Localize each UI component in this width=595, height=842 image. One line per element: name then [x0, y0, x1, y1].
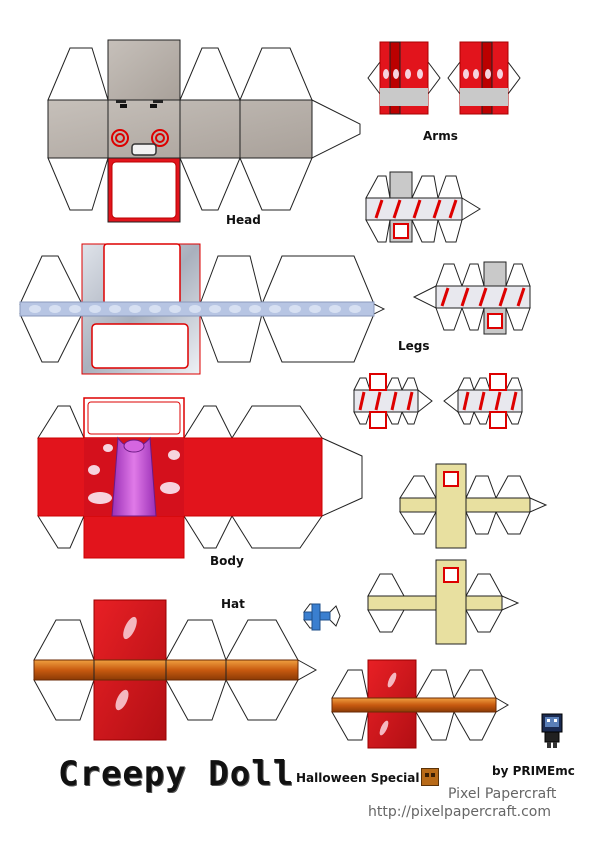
- site-url-link[interactable]: http://pixelpapercraft.com: [368, 804, 551, 820]
- brand-name: Pixel Papercraft: [448, 786, 557, 802]
- head-top-flap: [239, 47, 313, 101]
- body-bottom-face: [83, 515, 185, 559]
- minecraft-avatar-icon: [541, 713, 563, 748]
- head-net: [47, 39, 361, 223]
- label-hat: Hat: [221, 597, 245, 611]
- body-top-flap: [231, 405, 323, 439]
- legs-net: [19, 243, 386, 375]
- legs-bottom-flap: [199, 313, 263, 363]
- hat-bottom-flap: [165, 679, 227, 721]
- hat-bottom-flap: [225, 679, 299, 721]
- label-head: Head: [226, 213, 261, 227]
- arm-flap: [367, 60, 381, 96]
- small-hat-flap: [331, 669, 369, 699]
- legs-top-flap: [199, 255, 263, 305]
- small-hat-flap: [453, 711, 497, 741]
- head-top-face: [107, 39, 181, 101]
- label-body: Body: [210, 554, 244, 568]
- head-bottom-flap: [179, 157, 241, 211]
- legs-side-tab: [373, 303, 386, 315]
- small-hat-net: [331, 659, 509, 749]
- pumpkin-icon: [421, 768, 439, 786]
- legs-bottom-flap: [19, 313, 83, 363]
- arm-right: [447, 41, 521, 115]
- body-bottom-flap: [231, 515, 323, 549]
- body-bottom-flap: [183, 515, 233, 549]
- body-top-flap: [37, 405, 85, 439]
- head-top-flap: [179, 47, 241, 101]
- small-hat-flap: [331, 711, 369, 741]
- body-net: [37, 397, 363, 559]
- hat-bottom-flap: [33, 679, 95, 721]
- legs-top-flap: [261, 255, 375, 305]
- sheet-title: Creepy Doll: [58, 754, 295, 794]
- arm-left: [367, 41, 441, 115]
- head-side-tab: [311, 99, 361, 159]
- hat-top-flap: [165, 619, 227, 661]
- hat-top-flap: [33, 619, 95, 661]
- head-top-flap: [47, 47, 109, 101]
- hat-top-flap: [225, 619, 299, 661]
- cross-piece-1: [399, 463, 548, 549]
- arm-flap: [427, 60, 441, 96]
- hat-net: [33, 599, 318, 741]
- doll-face: [111, 100, 169, 156]
- body-top-flap: [183, 405, 233, 439]
- cross-piece-2: [367, 559, 520, 645]
- small-hat-flap: [415, 669, 455, 699]
- sock-piece-1: [353, 373, 433, 429]
- body-bottom-flap: [37, 515, 85, 549]
- head-bottom-flap: [239, 157, 313, 211]
- legs-bottom-flap: [261, 313, 375, 363]
- arm-flap: [507, 60, 521, 96]
- sheet-subtitle: Halloween Special: [296, 771, 420, 785]
- author-credit: by PRIMEmc: [492, 764, 575, 778]
- small-hat-band: [331, 697, 497, 713]
- arm-flap: [447, 60, 461, 96]
- legs-top-flap: [19, 255, 83, 305]
- leg-piece-1: [365, 171, 481, 243]
- small-hat-flap: [453, 669, 497, 699]
- sock-piece-2: [443, 373, 523, 429]
- label-arms: Arms: [423, 129, 458, 143]
- small-hat-tab: [495, 697, 509, 713]
- blue-nose-piece: [303, 603, 341, 631]
- small-hat-flap: [415, 711, 455, 741]
- label-legs: Legs: [398, 339, 430, 353]
- leg-piece-2: [412, 261, 531, 335]
- hat-side-tab: [297, 659, 318, 681]
- head-bottom-flap: [47, 157, 109, 211]
- body-side-tab: [321, 437, 363, 517]
